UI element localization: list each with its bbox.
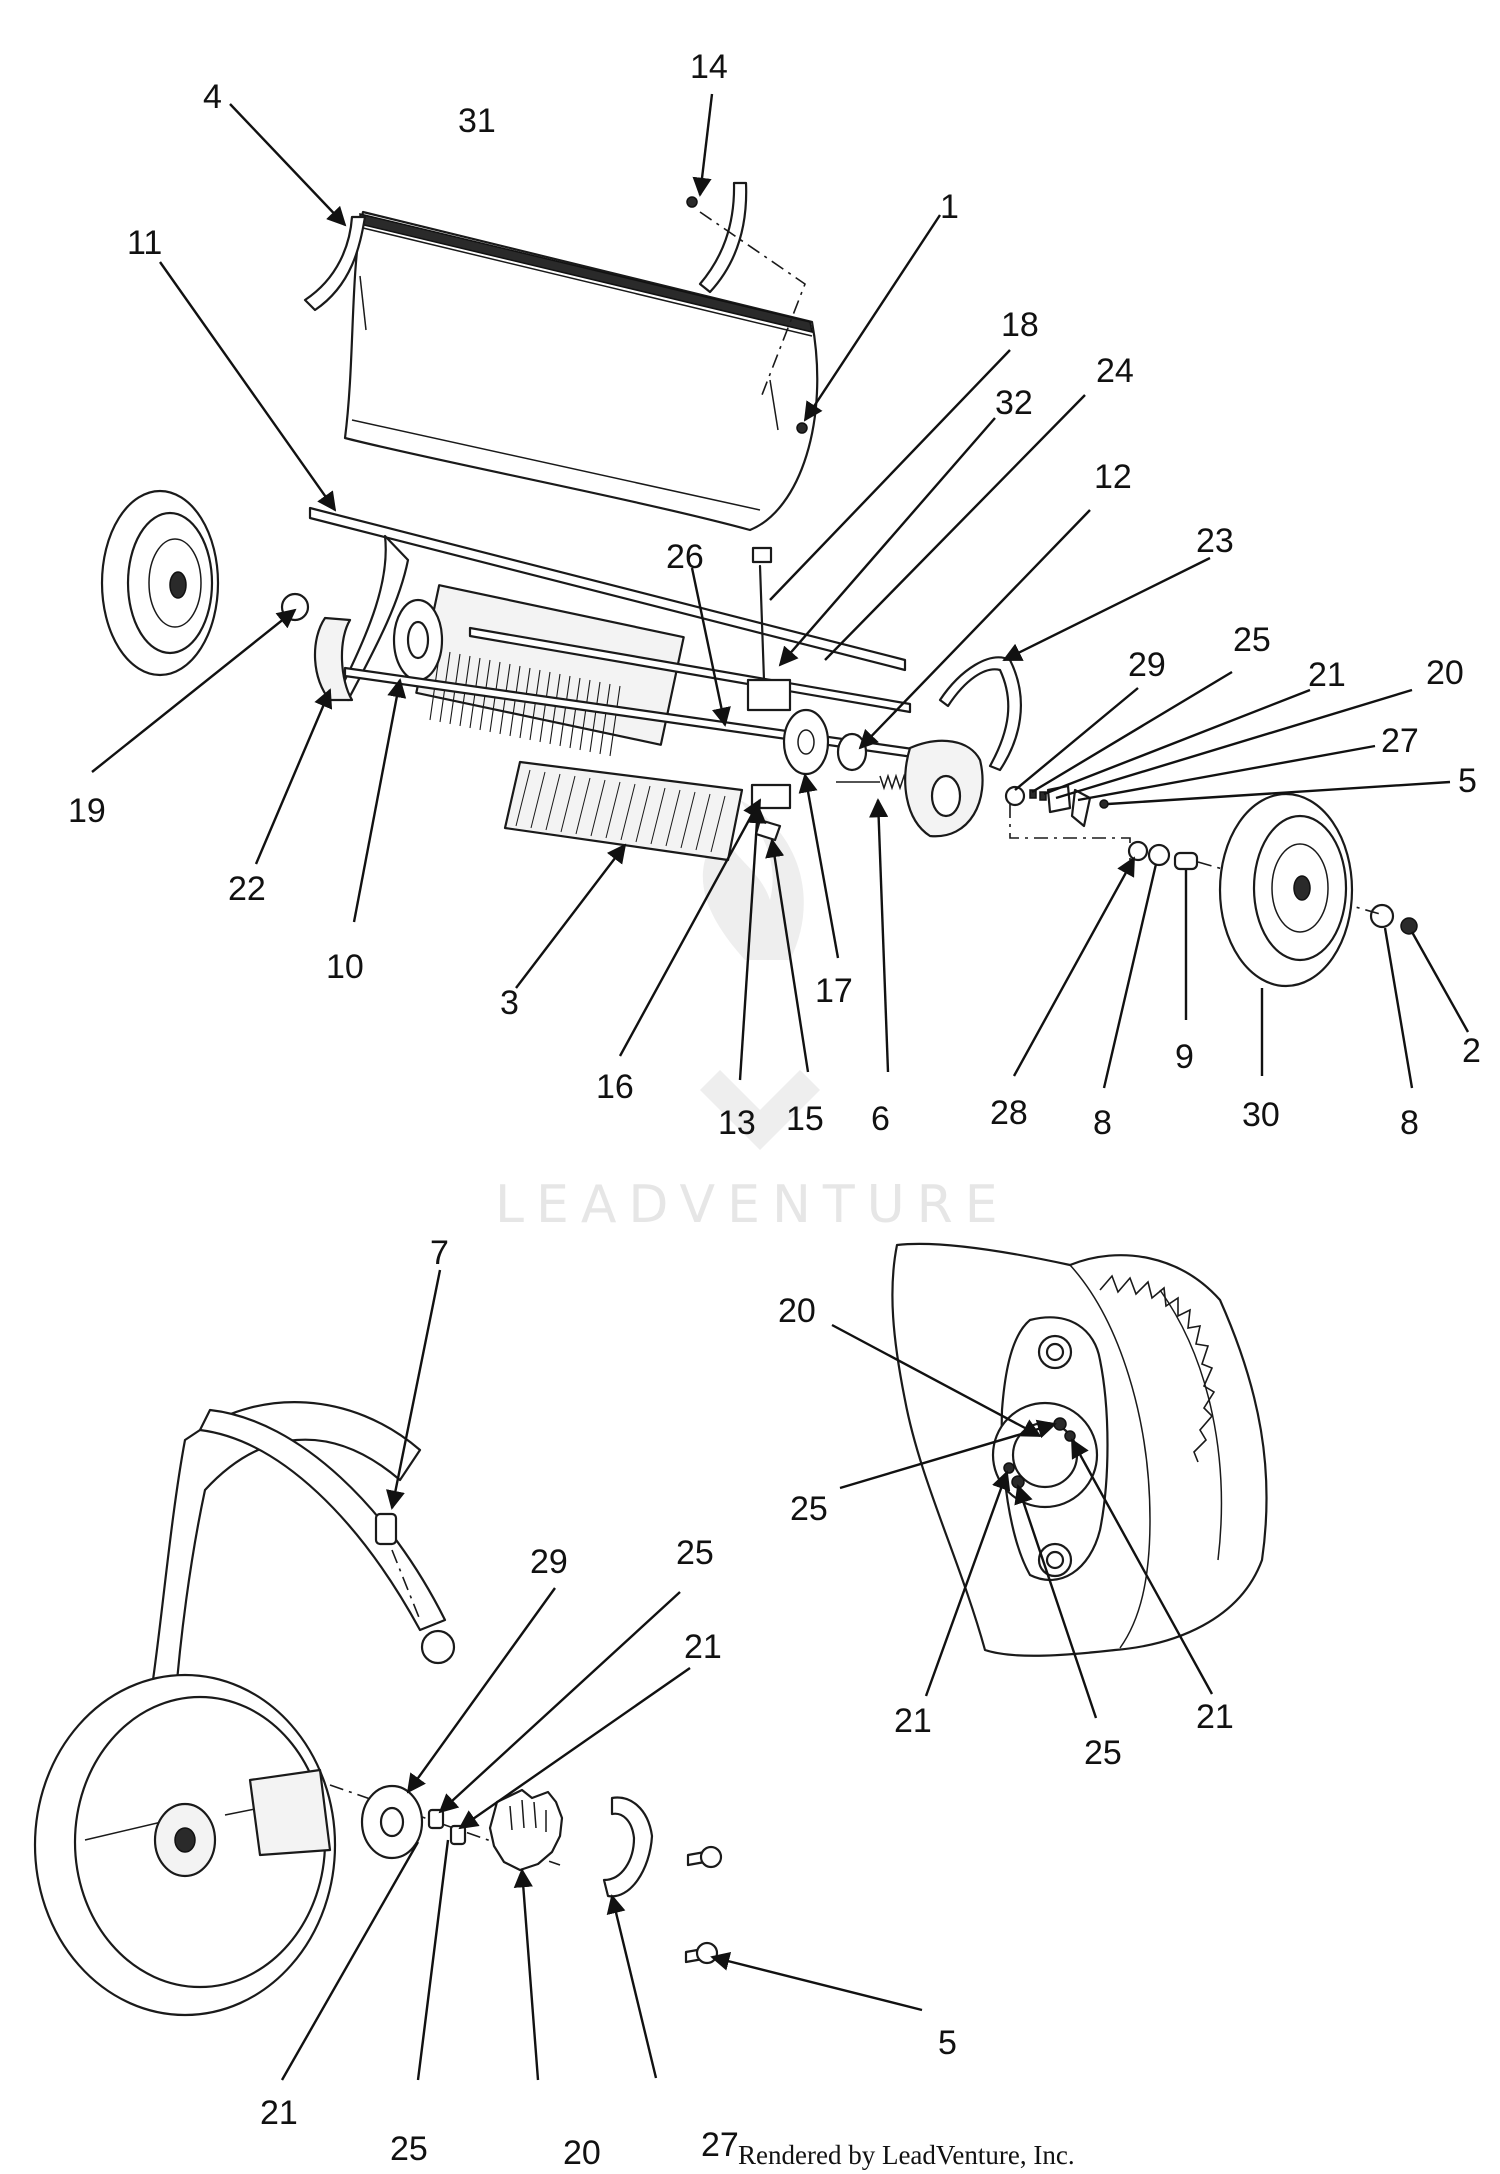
washer-8 [1147,843,1171,867]
wheel-hub-detail-view [891,1242,1268,1657]
callout-8-right: 8 [1400,1104,1419,1142]
callout-2: 2 [1462,1032,1481,1070]
washer-29 [1004,785,1026,807]
cover-handle-left [303,215,367,312]
callout-15: 15 [786,1100,824,1138]
callout-26: 26 [666,538,704,576]
callout-29-detail: 29 [530,1543,568,1581]
adjuster-rod [758,564,766,682]
callout-25-hub-bottom: 25 [1084,1734,1122,1772]
main-assembly-view [100,181,1418,988]
pin-25 [1029,789,1037,799]
pin-25-top [1053,1417,1067,1431]
credit-text: Rendered by LeadVenture, Inc. [738,2140,1075,2170]
callout-20: 20 [1426,654,1464,692]
plug-7 [374,1512,398,1546]
spring-6 [836,773,913,791]
brush-strip-bristles [515,769,726,853]
callout-10: 10 [326,948,364,986]
callout-20-bottom: 20 [563,2134,601,2172]
bracket-27-detail [602,1796,654,1898]
callout-11: 11 [127,224,162,262]
callout-1: 1 [940,188,959,226]
ring-gear-teeth [1099,1274,1216,1463]
pin-25-detail [427,1808,445,1830]
adjuster-bracket-top [746,678,792,712]
callout-7: 7 [430,1234,449,1272]
callout-9: 9 [1175,1038,1194,1076]
callout-31: 31 [458,102,496,140]
gear-detail-view [33,1401,723,2017]
callout-24: 24 [1096,352,1134,390]
callout-23: 23 [1196,522,1234,560]
callout-32: 32 [995,384,1033,422]
frame-arm-hole [420,1629,456,1665]
callout-14: 14 [690,48,728,86]
callout-19: 19 [68,792,106,830]
callout-21-detail: 21 [684,1628,722,1666]
callout-20-hub: 20 [778,1292,816,1330]
callout-21-bottom: 21 [260,2094,298,2132]
washer-8b [1369,903,1395,929]
screw-5b-head [695,1941,719,1965]
watermark: LEADVENTURE [495,800,1010,1235]
adjuster-clip [754,818,782,842]
watermark-text: LEADVENTURE [495,1175,1010,1235]
screw-14 [686,196,698,208]
pin-21-right [1064,1430,1076,1442]
adjuster-cap [751,546,773,564]
washer-12 [836,732,868,772]
callout-27-bottom: 27 [701,2126,739,2164]
axle-rod [308,506,907,672]
callout-25-detail: 25 [676,1534,714,1572]
callout-21: 21 [1308,656,1346,694]
leader-lines [91,93,1470,2081]
cover-handle-right [698,181,748,294]
callout-labels: 4 31 14 11 1 18 24 32 12 26 23 29 25 21 … [68,48,1481,2172]
callout-5-bottom: 5 [938,2024,957,2062]
callout-17: 17 [815,972,853,1010]
callout-8: 8 [1093,1104,1112,1142]
watermark-flame-icon [700,800,820,1150]
callout-29: 29 [1128,646,1166,684]
callout-25-hub: 25 [790,1490,828,1528]
callout-4: 4 [203,78,222,116]
bracket-27 [1070,788,1092,828]
pin-21 [1039,791,1047,801]
screw-5 [1099,799,1109,809]
callout-25: 25 [1233,621,1271,659]
pin-21-left [1003,1462,1015,1474]
frame-left-hub [313,616,354,702]
pin-21-detail [449,1824,467,1846]
callout-22: 22 [228,870,266,908]
callout-27: 27 [1381,722,1419,760]
callout-13: 13 [718,1104,756,1142]
nut-2 [1400,917,1418,935]
frame-right-plate [938,656,1022,772]
callout-6: 6 [871,1100,890,1138]
callout-3: 3 [500,984,519,1022]
screw-1 [796,422,808,434]
callout-25-bottom: 25 [390,2130,428,2168]
screw-5a-head [699,1845,723,1869]
callout-18: 18 [1001,306,1039,344]
callout-12: 12 [1094,458,1132,496]
callout-5: 5 [1458,762,1477,800]
drum-boss [248,1768,332,1857]
hopper-cover [343,210,819,532]
callout-21-hub-left: 21 [894,1702,932,1740]
frame-arm [198,1408,447,1632]
gear-20-detail [488,1788,564,1872]
callout-21-hub-right: 21 [1196,1698,1234,1736]
disc-17 [782,708,830,776]
spacer-9 [1173,851,1199,871]
callout-28: 28 [990,1094,1028,1132]
callout-16: 16 [596,1068,634,1106]
callout-30: 30 [1242,1096,1280,1134]
washer-28 [1127,840,1149,862]
